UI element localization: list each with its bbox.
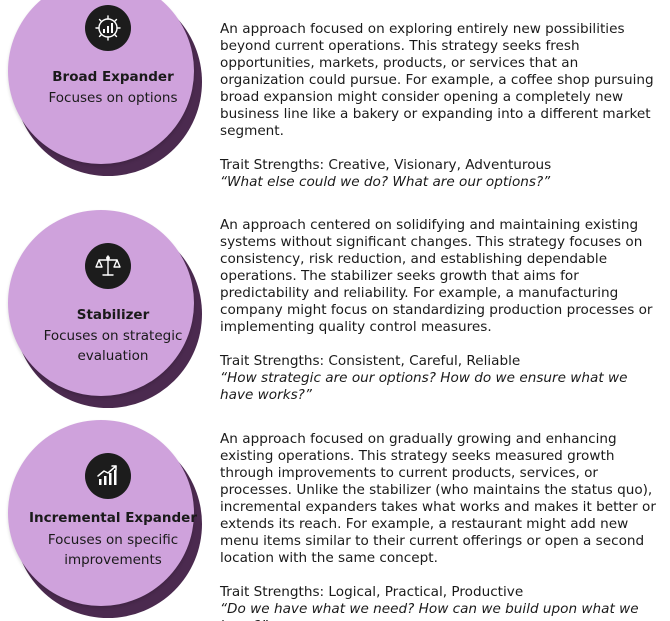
trait-strengths: Trait Strengths: Logical, Practical, Pro… (220, 584, 524, 600)
guiding-question: “Do we have what we need? How can we bui… (220, 601, 639, 621)
guiding-question: “How strategic are our options? How do w… (220, 370, 628, 403)
strategy-circle: Stabilizer Focuses on strategic evaluati… (0, 210, 220, 410)
strategy-description-block: An approach centered on solidifying and … (220, 217, 665, 404)
strategy-circle: Broad Expander Focuses on options (0, 0, 220, 200)
strategy-description: An approach focused on exploring entirel… (220, 21, 654, 139)
strategy-stabilizer: Stabilizer Focuses on strategic evaluati… (0, 210, 670, 410)
strategy-circle: Incremental Expander Focuses on specific… (0, 420, 220, 620)
strategy-title: Stabilizer (76, 307, 150, 323)
strategy-description: An approach focused on gradually growing… (220, 431, 656, 566)
network-hub-icon (85, 5, 131, 51)
strategy-incremental-expander: Incremental Expander Focuses on specific… (0, 420, 670, 621)
strategy-title: Broad Expander (52, 69, 174, 85)
balance-scale-icon (85, 243, 131, 289)
strategy-description-block: An approach focused on gradually growing… (220, 431, 665, 621)
circle-badge: Stabilizer Focuses on strategic evaluati… (8, 210, 194, 396)
circle-badge: Incremental Expander Focuses on specific… (8, 420, 197, 606)
strategy-subtitle: Focuses on specific improvements (47, 532, 179, 568)
strategy-description: An approach centered on solidifying and … (220, 217, 653, 335)
strategy-subtitle: Focuses on strategic evaluation (43, 328, 183, 364)
strategy-subtitle: Focuses on options (48, 90, 178, 106)
trait-strengths: Trait Strengths: Creative, Visionary, Ad… (220, 157, 552, 173)
guiding-question: “What else could we do? What are our opt… (220, 174, 551, 190)
strategy-title: Incremental Expander (29, 510, 197, 526)
strategy-description-block: An approach focused on exploring entirel… (220, 21, 665, 191)
growth-chart-icon (85, 453, 131, 499)
strategy-broad-expander: Broad Expander Focuses on options An app… (0, 0, 670, 200)
circle-badge: Broad Expander Focuses on options (8, 0, 194, 164)
trait-strengths: Trait Strengths: Consistent, Careful, Re… (220, 353, 521, 369)
